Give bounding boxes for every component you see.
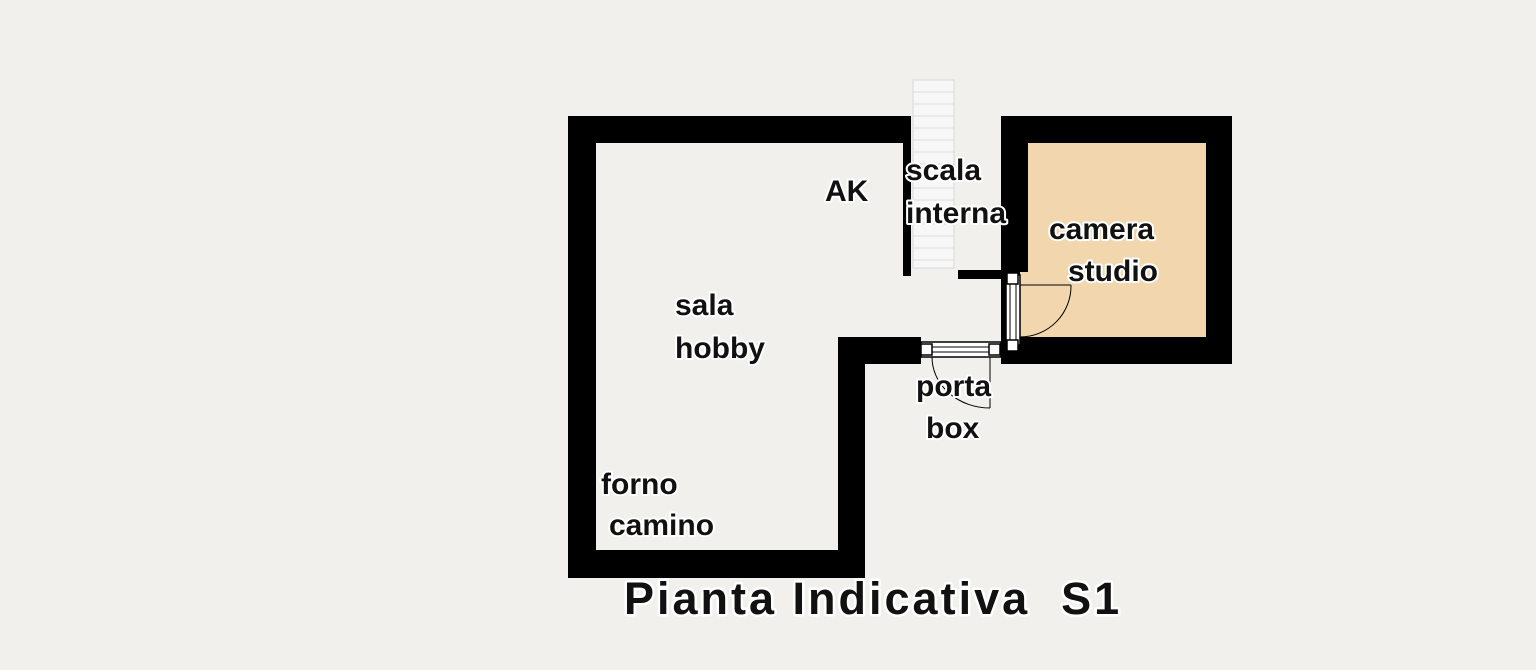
corridor-floor <box>921 337 1001 345</box>
camera-studio-left-floor-strip <box>1020 272 1030 337</box>
stair-wall-stub <box>958 270 1008 279</box>
forno-camino-label-line2: camino <box>609 509 714 542</box>
forno-camino-label: forno camino <box>601 468 714 542</box>
sala-hobby-walls <box>568 116 921 578</box>
camera-studio-label: camera studio <box>1049 213 1162 288</box>
scala-interna-stairs <box>912 79 955 269</box>
porta-box-door <box>920 341 1002 409</box>
plan-title: Pianta Indicativa S1 <box>624 573 1122 624</box>
sala-hobby-label-line2: hobby <box>675 332 765 365</box>
scala-interna-label-line2: interna <box>906 197 1006 230</box>
camera-studio-door <box>1005 272 1072 352</box>
porta-box-label-line2: box <box>926 412 980 445</box>
porta-box-label: porta box <box>916 370 999 445</box>
camera-studio-label-line2: studio <box>1068 255 1158 288</box>
ak-label: AK <box>825 175 869 208</box>
sala-hobby-label: sala hobby <box>675 289 765 365</box>
scala-interna-label-line1: scala <box>906 154 981 187</box>
forno-camino-label-line1: forno <box>601 468 678 501</box>
scala-interna-label: scala interna <box>906 154 1006 230</box>
camera-studio-floor <box>1028 143 1206 337</box>
sala-hobby-floor <box>596 143 911 550</box>
sala-hobby-label-line1: sala <box>675 289 734 322</box>
porta-box-label-line1: porta <box>916 370 991 403</box>
camera-studio-label-line1: camera <box>1049 213 1154 246</box>
